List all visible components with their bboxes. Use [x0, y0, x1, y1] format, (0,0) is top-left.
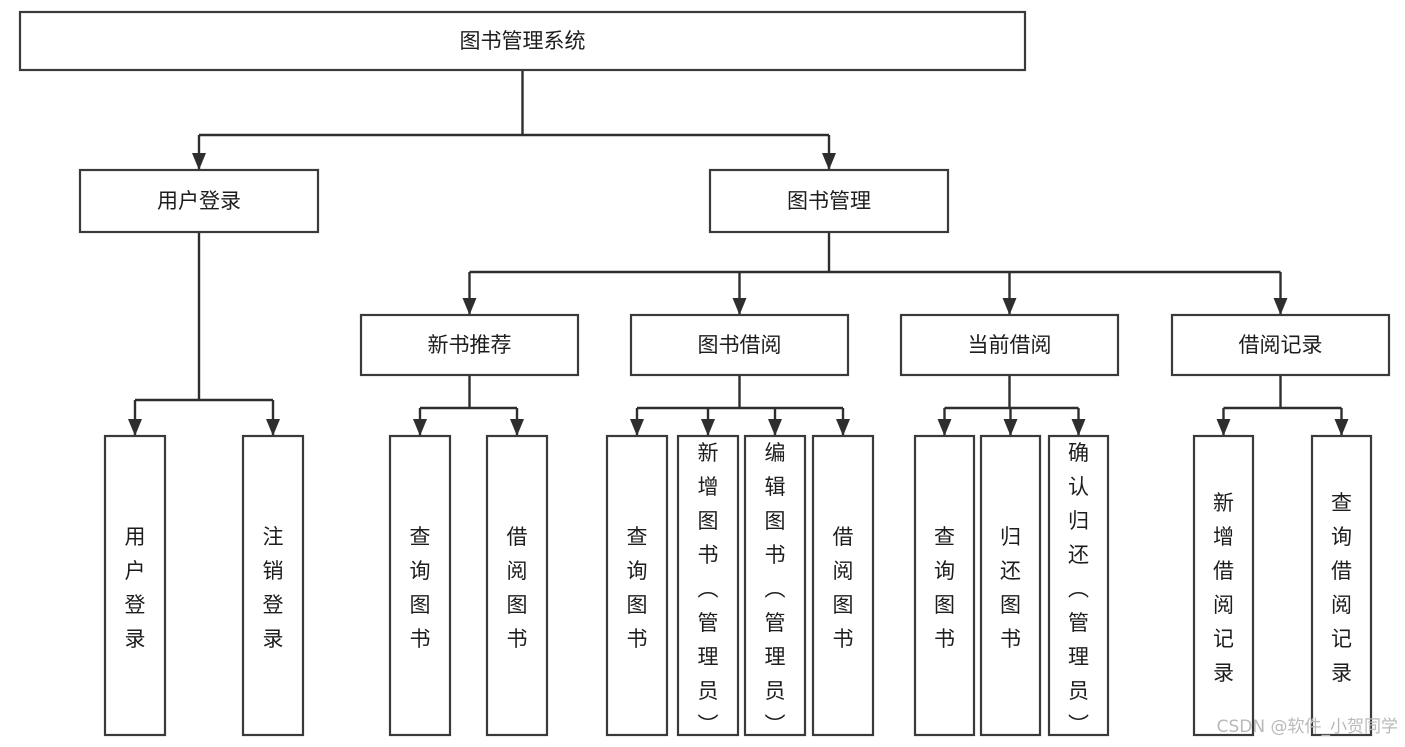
node-label-vertical: 编辑图书︵管理员︶ — [765, 441, 786, 737]
node-label-vertical: 注销登录 — [263, 525, 284, 651]
arrow-head-icon — [1071, 419, 1086, 436]
arrow-head-icon — [1003, 419, 1018, 436]
node-label-vertical: 借阅图书 — [507, 525, 528, 651]
node-user-login[interactable]: 用户登录 — [78, 168, 320, 234]
node-leaf-add-record[interactable]: 新增借阅记录 — [1192, 434, 1255, 737]
arrow-head-icon — [1216, 419, 1231, 436]
node-label-vertical: 查询图书 — [627, 525, 648, 651]
node-label-vertical: 新增借阅记录 — [1213, 491, 1234, 685]
node-label: 新书推荐 — [428, 333, 512, 357]
arrow-head-icon — [1002, 298, 1017, 315]
node-label-vertical: 用户登录 — [125, 525, 146, 651]
node-leaf-borrow-book-rec[interactable]: 借阅图书 — [485, 434, 549, 737]
arrow-head-icon — [266, 419, 280, 436]
node-label: 图书管理系统 — [460, 29, 586, 53]
node-leaf-query-record[interactable]: 查询借阅记录 — [1310, 434, 1373, 737]
node-label: 图书借阅 — [698, 333, 782, 357]
csdn-watermark: CSDN @软件_小贺同学 — [1217, 717, 1398, 737]
node-leaf-add-book[interactable]: 新增图书︵管理员︶ — [676, 434, 740, 737]
node-leaf-query-book-cb[interactable]: 查询图书 — [913, 434, 976, 737]
edges-layer — [128, 70, 1349, 436]
arrow-head-icon — [192, 153, 206, 170]
arrow-head-icon — [462, 298, 477, 315]
arrow-head-icon — [822, 153, 836, 170]
arrow-head-icon — [413, 419, 427, 436]
node-label-vertical: 查询图书 — [410, 525, 431, 651]
node-leaf-logout[interactable]: 注销登录 — [241, 434, 305, 737]
arrow-head-icon — [510, 419, 524, 436]
arrow-head-icon — [701, 419, 715, 436]
node-label-vertical: 新增图书︵管理员︶ — [698, 441, 719, 737]
arrow-head-icon — [1334, 419, 1349, 436]
arrow-head-icon — [630, 419, 644, 436]
arrow-head-icon — [732, 298, 747, 315]
node-root-root[interactable]: 图书管理系统 — [18, 10, 1027, 72]
node-label: 图书管理 — [787, 189, 871, 213]
arrow-head-icon — [937, 419, 952, 436]
node-leaf-query-book-bb[interactable]: 查询图书 — [605, 434, 669, 737]
node-new-book-rec[interactable]: 新书推荐 — [359, 313, 580, 377]
node-borrow-record[interactable]: 借阅记录 — [1170, 313, 1391, 377]
node-leaf-user-login[interactable]: 用户登录 — [103, 434, 167, 737]
node-label-vertical: 查询借阅记录 — [1331, 491, 1352, 685]
node-label-vertical: 确认归还︵管理员︶ — [1068, 441, 1089, 737]
node-leaf-edit-book[interactable]: 编辑图书︵管理员︶ — [743, 434, 807, 737]
node-label-vertical: 借阅图书 — [833, 525, 854, 651]
node-label-vertical: 归还图书 — [1000, 525, 1021, 651]
node-label: 用户登录 — [157, 189, 241, 213]
node-book-manage[interactable]: 图书管理 — [708, 168, 950, 234]
node-book-borrow[interactable]: 图书借阅 — [629, 313, 850, 377]
arrow-head-icon — [128, 419, 142, 436]
arrow-head-icon — [1273, 298, 1288, 315]
arrow-head-icon — [836, 419, 850, 436]
node-leaf-query-book-rec[interactable]: 查询图书 — [388, 434, 452, 737]
node-label: 借阅记录 — [1239, 333, 1323, 357]
node-current-borrow[interactable]: 当前借阅 — [899, 313, 1120, 377]
node-leaf-confirm-return[interactable]: 确认归还︵管理员︶ — [1047, 434, 1110, 737]
node-leaf-borrow-book-bb[interactable]: 借阅图书 — [811, 434, 875, 737]
node-label-vertical: 查询图书 — [934, 525, 955, 651]
arrow-head-icon — [768, 419, 782, 436]
node-label: 当前借阅 — [968, 333, 1052, 357]
node-leaf-return-book[interactable]: 归还图书 — [979, 434, 1042, 737]
nodes-layer: 图书管理系统用户登录图书管理新书推荐图书借阅当前借阅借阅记录用户登录注销登录查询… — [18, 10, 1391, 737]
